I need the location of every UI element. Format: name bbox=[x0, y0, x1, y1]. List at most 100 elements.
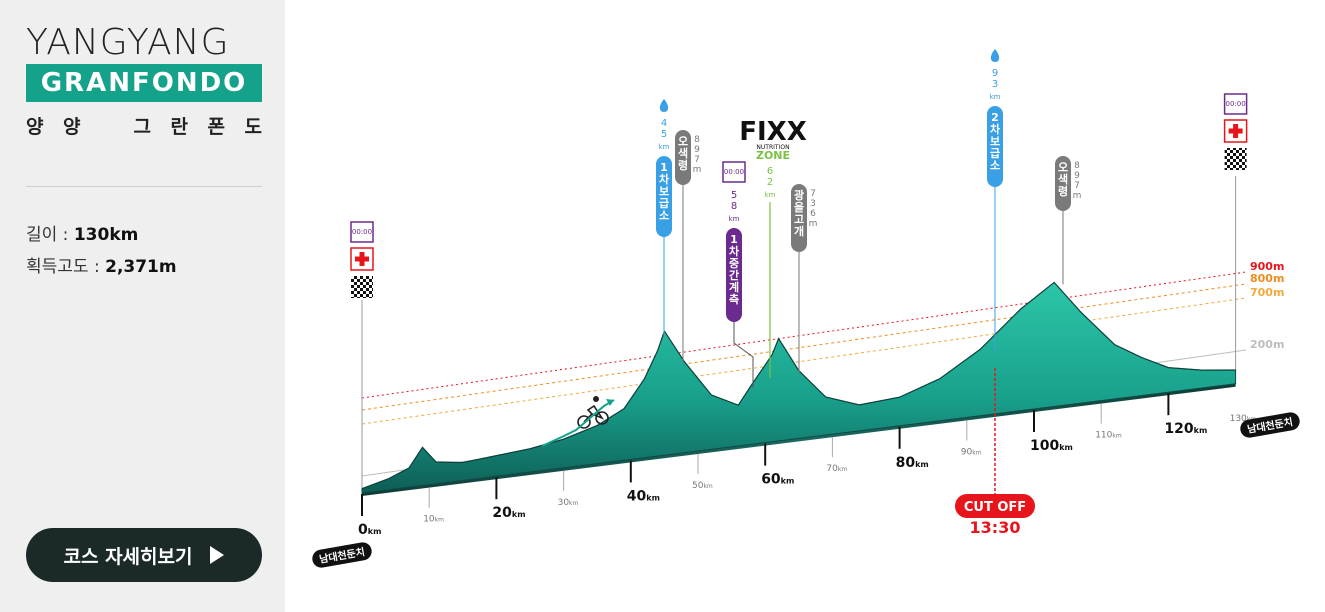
elevation-line-label: 700m bbox=[1250, 286, 1284, 299]
timing-pill bbox=[726, 228, 742, 322]
timing-char: 계 bbox=[729, 280, 739, 294]
minor-tick-unit: km bbox=[972, 449, 981, 456]
brand-title-korean: 양 양 그 란 폰 도 bbox=[26, 112, 262, 139]
peak-pill bbox=[791, 184, 807, 252]
timer-icon bbox=[722, 161, 746, 183]
minor-tick-label: 90km bbox=[961, 447, 982, 457]
elevation-line-label: 900m bbox=[1250, 260, 1284, 273]
brand-title: YANGYANG bbox=[26, 22, 230, 63]
cutoff-time: 13:30 bbox=[970, 518, 1021, 537]
direction-arrow bbox=[541, 399, 615, 447]
fixx-dist-unit: km bbox=[765, 191, 776, 199]
fixx-dist-digit: 2 bbox=[767, 177, 773, 188]
brand-subtitle-box: GRANFONDO bbox=[26, 64, 262, 102]
course-detail-label: 코스 자세히보기 bbox=[63, 545, 193, 568]
water-station-char: 급 bbox=[990, 147, 1000, 160]
peak-char: 광 bbox=[794, 189, 804, 202]
peak-char: 을 bbox=[794, 201, 804, 214]
major-tick-label: 80km bbox=[896, 455, 929, 471]
distance-stat: 길이 : 130km bbox=[26, 220, 138, 245]
peak-char: 색 bbox=[678, 146, 688, 160]
brand-subtitle: GRANFONDO bbox=[40, 68, 248, 98]
elevation-label: 획득고도 : bbox=[26, 257, 106, 277]
water-station-char: 급 bbox=[659, 197, 669, 210]
peak-char: 오 bbox=[678, 135, 688, 148]
major-tick-label: 100km bbox=[1030, 438, 1073, 454]
major-tick-unit: km bbox=[646, 493, 660, 502]
start-badge bbox=[312, 542, 372, 568]
elevation-line-label: 800m bbox=[1250, 272, 1284, 285]
timing-char: 1 bbox=[730, 233, 738, 246]
distance-label: 길이 : bbox=[26, 225, 74, 245]
brand-kr-char: 폰 bbox=[207, 116, 225, 138]
cutoff-badge bbox=[955, 494, 1035, 518]
elevation-value: 2,371m bbox=[105, 257, 177, 277]
major-tick-label: 20km bbox=[492, 505, 525, 521]
divider bbox=[26, 186, 262, 187]
water-drop-icon bbox=[990, 49, 1000, 62]
water-drop-icon bbox=[659, 99, 669, 112]
minor-tick-unit: km bbox=[703, 483, 712, 490]
sidebar: YANGYANG GRANFONDO 양 양 그 란 폰 도 길이 : 130k… bbox=[0, 0, 285, 612]
profile-area bbox=[361, 281, 1237, 496]
timing-dist-digit: 8 bbox=[731, 201, 737, 212]
marker-poles bbox=[361, 176, 1237, 490]
peak-elev-char: 9 bbox=[1074, 171, 1080, 181]
timing-char: 간 bbox=[729, 268, 739, 282]
cyclist-head bbox=[593, 396, 599, 402]
peak-char: 개 bbox=[794, 224, 804, 238]
peak-char: 령 bbox=[678, 159, 688, 172]
minor-tick-unit: km bbox=[1112, 433, 1121, 440]
brand-kr-char: 란 bbox=[170, 116, 188, 138]
water-dist-digit: 5 bbox=[661, 129, 667, 140]
cyclist-wheel bbox=[595, 411, 609, 425]
peak-pill bbox=[1055, 156, 1071, 211]
peak-elev-char: 7 bbox=[1074, 181, 1080, 191]
water-dist-digit: 9 bbox=[992, 68, 998, 79]
checkered-flag-icon bbox=[1224, 148, 1247, 170]
timing-char: 중 bbox=[729, 257, 739, 270]
course-detail-button[interactable]: 코스 자세히보기 bbox=[26, 528, 262, 582]
peak-elev-char: m bbox=[693, 165, 702, 175]
elevation-line-label: 200m bbox=[1250, 338, 1284, 351]
timer-icon-text: 00:00 bbox=[352, 228, 372, 236]
major-tick-label: 40km bbox=[627, 488, 660, 504]
brand-kr-char: 양 bbox=[26, 116, 44, 138]
timing-char: 차 bbox=[729, 244, 740, 258]
major-tick-unit: km bbox=[1059, 443, 1073, 452]
major-tick-unit: km bbox=[1194, 426, 1208, 435]
timing-dist-digit: 5 bbox=[731, 190, 737, 201]
minor-tick-unit: km bbox=[435, 517, 444, 524]
fixx-logo-text: FIXX bbox=[739, 117, 807, 147]
water-station-char: 보 bbox=[659, 185, 669, 198]
water-dist-digit: 3 bbox=[992, 79, 998, 90]
x-axis-ticks: 0km20km40km60km80km100km120km10km30km50k… bbox=[358, 393, 1256, 538]
timer-icon-text: 00:00 bbox=[724, 168, 744, 176]
checkered-flag-icon bbox=[351, 276, 373, 298]
peak-elev-char: 8 bbox=[694, 135, 700, 145]
minor-tick-label: 10km bbox=[423, 515, 444, 525]
direction-arrow-head bbox=[606, 399, 614, 406]
major-tick-unit: km bbox=[781, 477, 795, 486]
peak-char: 오 bbox=[1058, 161, 1068, 174]
major-tick-unit: km bbox=[512, 510, 526, 519]
water-station-pill bbox=[656, 156, 672, 237]
peak-elev-char: 3 bbox=[810, 199, 816, 209]
elevation-line bbox=[361, 297, 1247, 425]
water-dist-digit: 4 bbox=[661, 118, 667, 129]
timer-icon-text: 00:00 bbox=[1226, 100, 1246, 108]
finish-badge bbox=[1240, 412, 1300, 438]
water-station-char: 소 bbox=[990, 159, 1000, 172]
play-arrow-icon bbox=[210, 546, 225, 564]
minor-tick-label: 50km bbox=[692, 481, 713, 491]
first-aid-cross-h bbox=[1228, 128, 1243, 134]
peak-pill bbox=[675, 130, 691, 185]
peak-elev-char: 6 bbox=[810, 209, 816, 219]
cyclist-wheel bbox=[577, 415, 591, 429]
peak-elev-char: m bbox=[809, 219, 818, 229]
water-dist-unit: km bbox=[659, 143, 670, 151]
minor-tick-label: 70km bbox=[826, 464, 847, 474]
